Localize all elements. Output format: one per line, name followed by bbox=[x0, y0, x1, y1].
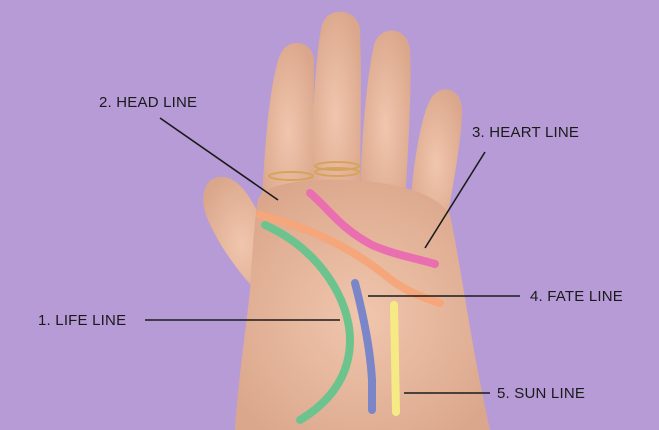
ring-middle bbox=[314, 161, 360, 171]
rings bbox=[268, 161, 360, 181]
fate-line bbox=[351, 279, 376, 414]
fate-line-label: 4. FATE LINE bbox=[530, 288, 623, 305]
head-line-leader bbox=[159, 117, 279, 201]
heart-line bbox=[306, 189, 439, 268]
sun-line-label: 5. SUN LINE bbox=[497, 385, 586, 402]
index-finger bbox=[262, 42, 314, 205]
ring-index bbox=[268, 171, 314, 181]
life-line-label: 1. LIFE LINE bbox=[38, 312, 127, 329]
ring-finger bbox=[360, 30, 411, 205]
pinky-finger bbox=[410, 89, 462, 225]
life-line bbox=[261, 221, 355, 424]
ring-middle-second bbox=[314, 167, 360, 177]
heart-line-leader bbox=[424, 151, 486, 249]
sun-line bbox=[390, 301, 400, 416]
head-line-label: 2. HEAD LINE bbox=[99, 94, 198, 111]
leader-lines bbox=[145, 117, 520, 394]
heart-line-label: 3. HEART LINE bbox=[472, 124, 580, 141]
middle-finger bbox=[310, 11, 361, 200]
